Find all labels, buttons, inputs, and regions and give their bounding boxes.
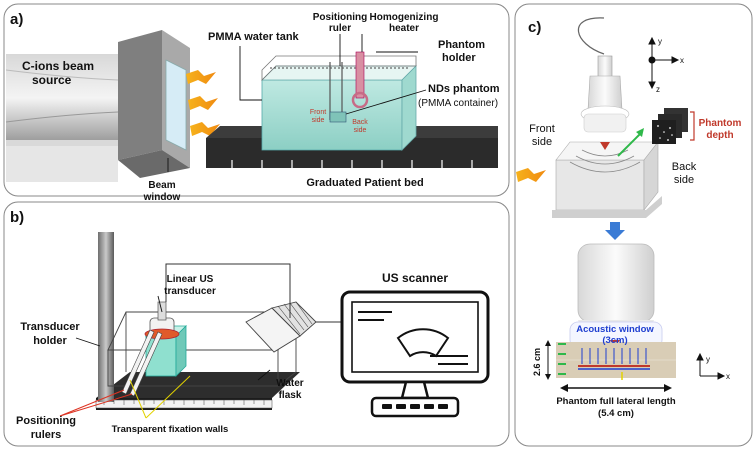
- label-transducer-holder-2: holder: [33, 335, 67, 347]
- label-beam-window-2: window: [143, 192, 181, 203]
- label-patient-bed: Graduated Patient bed: [306, 177, 423, 189]
- axes-icon: [648, 36, 680, 90]
- label-a-back-1: Back: [352, 119, 368, 126]
- axis-x-label: x: [680, 56, 684, 65]
- beam-bolt-icon-c: [516, 168, 546, 182]
- label-water-tank: PMMA water tank: [208, 31, 300, 43]
- label-lateral-length-2: (5.4 cm): [598, 408, 634, 419]
- label-phantom-holder-1: Phantom: [438, 39, 485, 51]
- pmma-water-tank: [261, 51, 417, 151]
- panel-a-leaders: [167, 34, 427, 172]
- label-positioning-2: ruler: [329, 23, 351, 34]
- label-a-front-2: side: [312, 117, 325, 124]
- label-height: 2.6 cm: [532, 348, 542, 376]
- label-phantom-depth-1: Phantom: [699, 118, 742, 129]
- label-water-flask-1: Water: [276, 378, 304, 389]
- panel-b: b): [3, 201, 510, 447]
- label-heater-2: heater: [389, 23, 419, 34]
- label-phantom-holder-2: holder: [442, 52, 476, 64]
- label-fixation-walls: Transparent fixation walls: [112, 424, 229, 435]
- axis-z-label: z: [656, 85, 660, 94]
- us-scanner-monitor: [340, 290, 490, 418]
- label-beam-source-2: source: [32, 73, 72, 87]
- panel-c-frame: [514, 3, 753, 447]
- beam-source: [5, 54, 119, 182]
- panel-c: c) y x z: [514, 3, 753, 447]
- label-linear-us-1: Linear US: [167, 274, 214, 285]
- positioning-rulers: [121, 329, 163, 397]
- label-transducer-holder-1: Transducer: [20, 321, 80, 333]
- beam-window-box: [118, 30, 190, 178]
- label-c-back-2: side: [674, 174, 694, 186]
- small-axes-icon: [696, 352, 726, 380]
- panel-b-leaders: [75, 295, 271, 381]
- phantom-block: [552, 128, 662, 218]
- panel-a: a): [3, 3, 510, 203]
- us-probe-top: [577, 17, 630, 133]
- water-flask: [245, 301, 317, 353]
- label-beam-window-1: Beam: [148, 180, 175, 191]
- label-heater-1: Homogenizing: [370, 12, 439, 23]
- label-us-scanner: US scanner: [382, 271, 448, 285]
- label-lateral-length-1: Phantom full lateral length: [556, 396, 675, 407]
- down-arrow-icon: [605, 222, 625, 240]
- label-acoustic-window-2: (3cm): [602, 335, 627, 346]
- panel-c-letter: c): [528, 19, 541, 36]
- label-positioning-rulers-2: rulers: [31, 429, 62, 441]
- label-linear-us-2: transducer: [164, 286, 216, 297]
- label-a-front-1: Front: [310, 109, 326, 116]
- label-c-front-2: side: [532, 136, 552, 148]
- label-c-front-1: Front: [529, 123, 555, 135]
- label-positioning-1: Positioning: [313, 12, 367, 23]
- transducer-holder-pole: [98, 232, 114, 402]
- rulers-arrows: [59, 389, 133, 417]
- label-positioning-rulers-1: Positioning: [16, 415, 76, 427]
- label-acoustic-window-1: Acoustic window: [576, 324, 654, 335]
- label-a-back-2: side: [354, 127, 367, 134]
- small-axis-x-label: x: [726, 372, 730, 381]
- beam-bolt-icons: [186, 70, 220, 136]
- label-nds-phantom-2: (PMMA container): [418, 98, 498, 109]
- label-c-back-1: Back: [672, 161, 697, 173]
- axis-y-label: y: [658, 37, 662, 46]
- label-beam-source-1: C-ions beam: [22, 59, 94, 73]
- phantom-depth-slices: [652, 108, 695, 144]
- small-axis-y-label: y: [706, 355, 710, 364]
- phantom-cross-section: [545, 340, 676, 392]
- label-water-flask-2: flask: [279, 390, 302, 401]
- walls-arrows: [129, 375, 191, 419]
- label-phantom-depth-2: depth: [706, 130, 733, 141]
- label-nds-phantom-1: NDs phantom: [428, 83, 500, 95]
- base-plate: [95, 372, 300, 410]
- panel-b-letter: b): [10, 209, 24, 226]
- panel-a-letter: a): [10, 11, 23, 28]
